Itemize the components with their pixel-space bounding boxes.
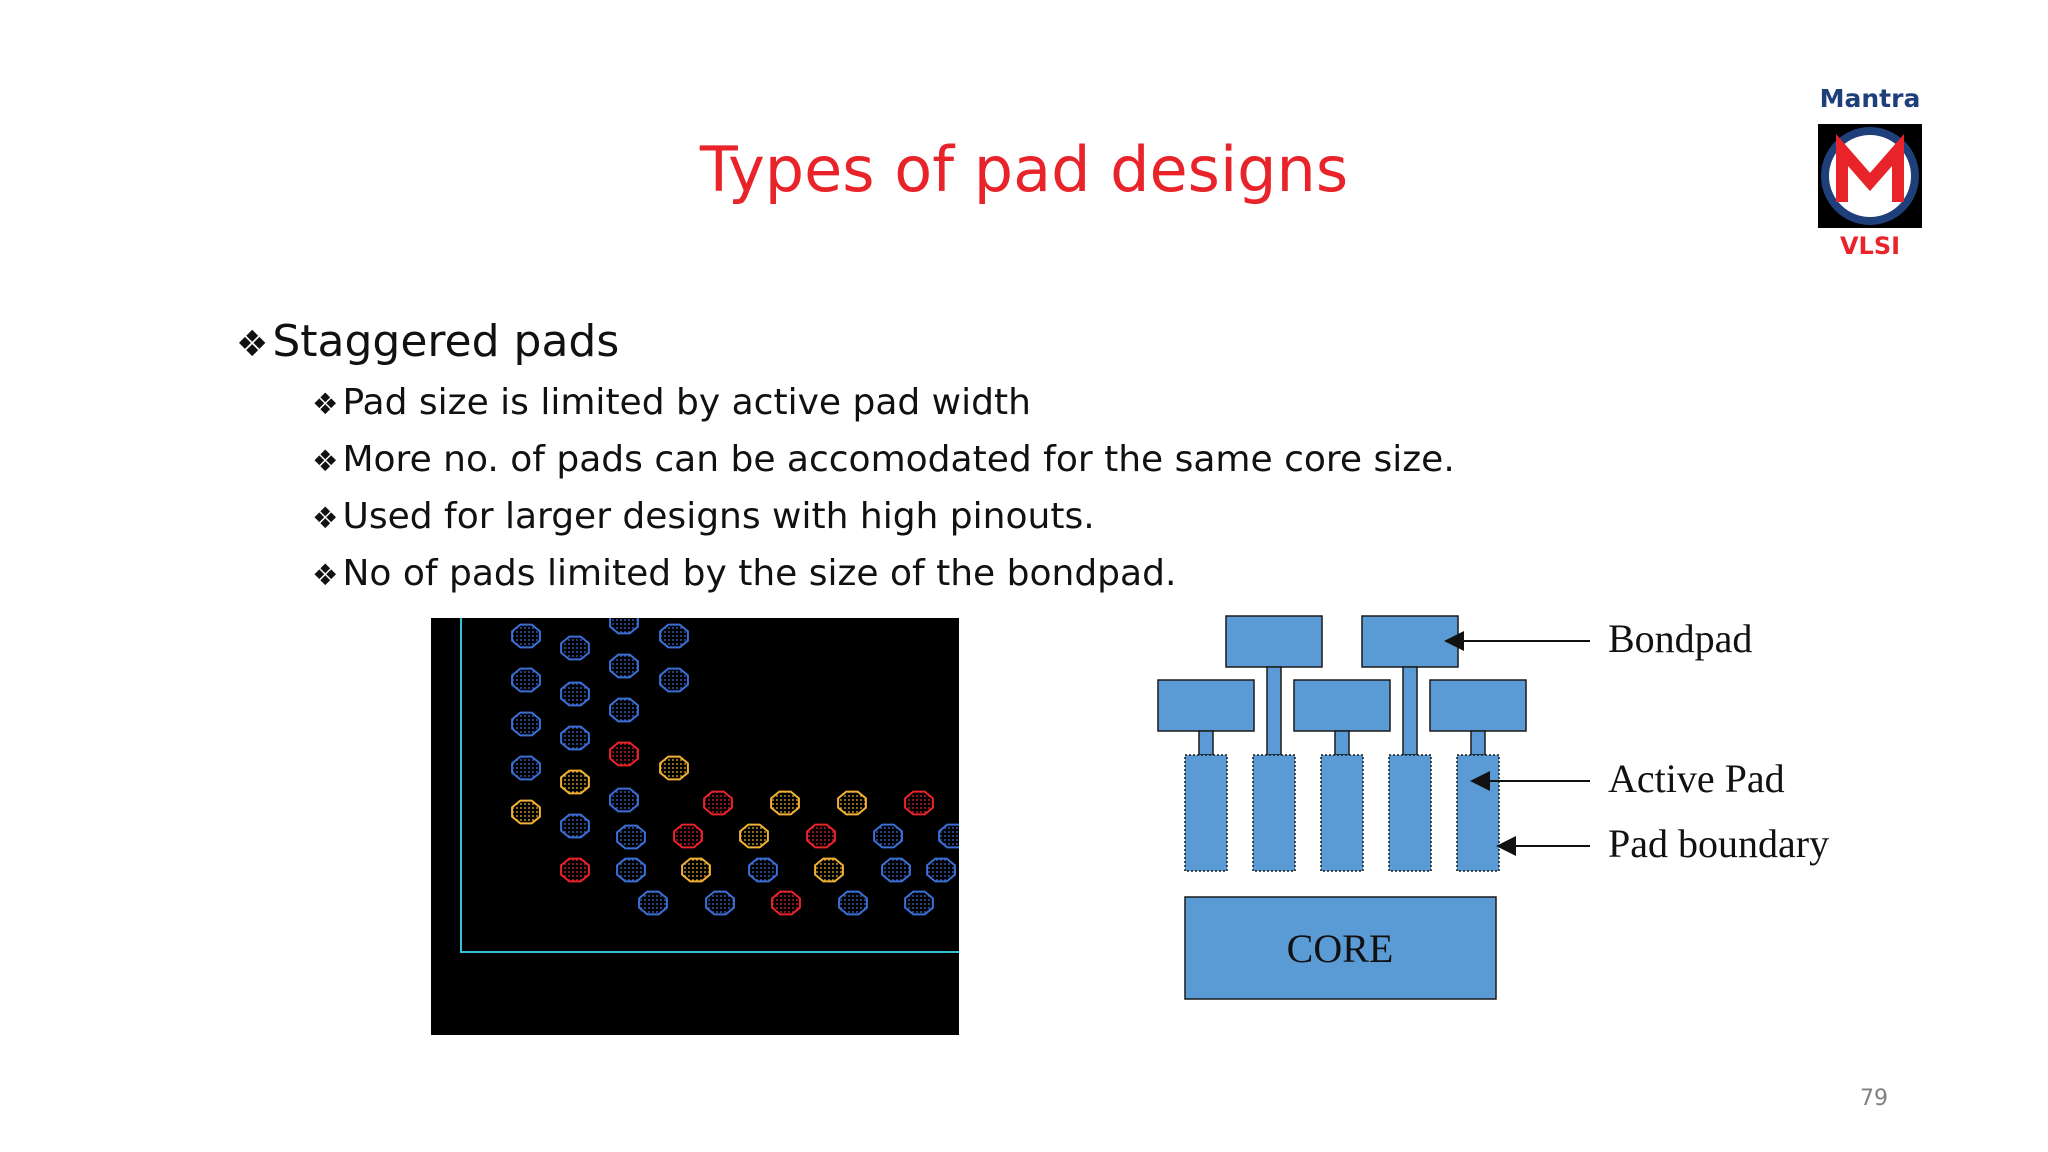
die-boundary-line	[460, 618, 959, 953]
bondpad-inner	[1157, 679, 1255, 732]
sub-bullet-text: Used for larger designs with high pinout…	[342, 496, 1095, 537]
layout-pad-octagon	[511, 799, 541, 825]
bondpad-outer	[1225, 615, 1323, 668]
layout-pad-octagon	[616, 824, 646, 850]
layout-pad-octagon	[748, 857, 778, 883]
layout-pad-octagon	[703, 790, 733, 816]
sub-bullet-text: No of pads limited by the size of the bo…	[342, 553, 1177, 594]
sub-bullet-item: ❖Used for larger designs with high pinou…	[312, 492, 1095, 543]
bondpad-connector	[1334, 730, 1350, 756]
layout-pad-octagon	[837, 790, 867, 816]
page-number: 79	[1860, 1086, 1888, 1111]
sub-bullet-item: ❖Pad size is limited by active pad width	[312, 378, 1031, 429]
bondpad-connector	[1266, 666, 1282, 756]
sub-bullet-item: ❖More no. of pads can be accomodated for…	[312, 435, 1455, 486]
layout-pad-octagon	[511, 667, 541, 693]
layout-pad-octagon	[609, 697, 639, 723]
layout-pad-octagon	[511, 755, 541, 781]
layout-pad-octagon	[511, 623, 541, 649]
slide-title: Types of pad designs	[699, 133, 1349, 206]
layout-pad-octagon	[560, 857, 590, 883]
layout-pad-octagon	[838, 890, 868, 916]
staggered-pad-layout-image	[431, 618, 959, 1035]
logo-bottom-text: VLSI	[1839, 232, 1901, 260]
layout-pad-octagon	[511, 711, 541, 737]
layout-pad-octagon	[659, 755, 689, 781]
diamond-bullet-icon: ❖	[236, 323, 269, 365]
bondpad-inner	[1429, 679, 1527, 732]
layout-pad-octagon	[739, 823, 769, 849]
layout-pad-octagon	[616, 857, 646, 883]
layout-pad-octagon	[814, 857, 844, 883]
layout-pad-octagon	[609, 653, 639, 679]
diamond-bullet-icon: ❖	[312, 501, 339, 535]
active-pad	[1320, 754, 1364, 872]
logo-m-icon	[1818, 124, 1922, 228]
layout-pad-octagon	[806, 823, 836, 849]
layout-pad-octagon	[770, 790, 800, 816]
bondpad-outer	[1361, 615, 1459, 668]
main-bullet: ❖Staggered pads	[236, 314, 619, 372]
layout-pad-octagon	[904, 790, 934, 816]
sub-bullet-item: ❖No of pads limited by the size of the b…	[312, 549, 1176, 600]
active-pad	[1456, 754, 1500, 872]
staggered-pad-diagram: CORE Bondpad Active Pad Pad boundary	[1157, 615, 1829, 1000]
layout-pad-octagon	[560, 769, 590, 795]
layout-pad-octagon	[705, 890, 735, 916]
core-label: CORE	[1287, 926, 1394, 971]
layout-pad-octagon	[609, 741, 639, 767]
active-pad	[1184, 754, 1228, 872]
layout-pads-group	[511, 618, 959, 916]
layout-pad-octagon	[638, 890, 668, 916]
layout-pad-octagon	[938, 823, 959, 849]
bondpad-inner	[1293, 679, 1391, 732]
layout-pad-octagon	[560, 725, 590, 751]
layout-pad-octagon	[926, 857, 956, 883]
bondpad-connector	[1470, 730, 1486, 756]
diamond-bullet-icon: ❖	[312, 558, 339, 592]
diamond-bullet-icon: ❖	[312, 444, 339, 478]
layout-pad-octagon	[609, 787, 639, 813]
core-block	[1184, 896, 1497, 1000]
active-pad-label: Active Pad	[1608, 756, 1785, 801]
layout-pad-octagon	[771, 890, 801, 916]
sub-bullet-text: Pad size is limited by active pad width	[342, 382, 1031, 423]
sub-bullet-text: More no. of pads can be accomodated for …	[342, 439, 1455, 480]
bondpad-connector	[1198, 730, 1214, 756]
active-pad	[1388, 754, 1432, 872]
layout-pad-octagon	[659, 623, 689, 649]
layout-pad-octagon	[560, 635, 590, 661]
layout-pad-octagon	[904, 890, 934, 916]
pad-boundary-label: Pad boundary	[1608, 821, 1829, 866]
layout-pad-octagon	[560, 813, 590, 839]
diamond-bullet-icon: ❖	[312, 387, 339, 421]
bondpad-connector	[1402, 666, 1418, 756]
bondpad-label: Bondpad	[1608, 616, 1752, 661]
layout-pad-octagon	[560, 681, 590, 707]
mantra-vlsi-logo: Mantra VLSI	[1810, 84, 1930, 264]
active-pad	[1252, 754, 1296, 872]
layout-pad-octagon	[681, 857, 711, 883]
logo-top-text: Mantra	[1819, 84, 1921, 113]
layout-pad-octagon	[881, 857, 911, 883]
layout-pad-octagon	[873, 823, 903, 849]
layout-pad-octagon	[609, 618, 639, 635]
layout-pad-octagon	[673, 823, 703, 849]
main-bullet-text: Staggered pads	[272, 316, 620, 367]
layout-pad-octagon	[659, 667, 689, 693]
